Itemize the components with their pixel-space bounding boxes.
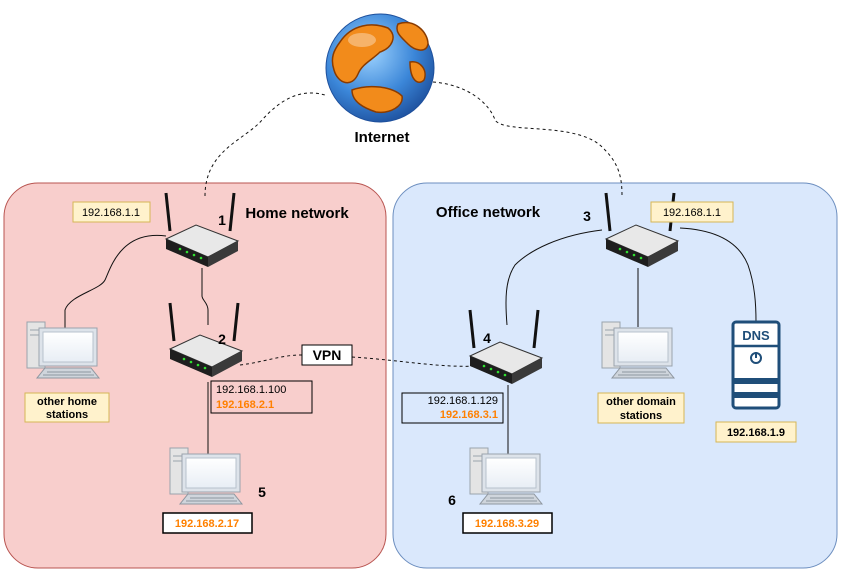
- office-stations-label-box: [597, 392, 685, 424]
- home-network-area: [3, 182, 387, 569]
- link-router1-home-stations: [64, 235, 167, 328]
- router-2-ip-outer: 192.168.1.100: [216, 384, 286, 396]
- router-4-ip-inner: 192.168.3.1: [440, 409, 498, 421]
- home-stations-label-box: [24, 392, 110, 423]
- router-3-number: 3: [583, 208, 591, 224]
- router-2-ip-inner: 192.168.2.1: [216, 399, 274, 411]
- dns-server-icon: [731, 320, 781, 410]
- router-2-number: 2: [218, 331, 226, 347]
- globe-icon: [325, 13, 435, 123]
- router-2-ip-box: [210, 380, 313, 414]
- pc-5-ip: 192.168.2.17: [175, 518, 239, 530]
- router-4-ip-outer: 192.168.1.129: [428, 395, 498, 407]
- home-stations-label-line2: stations: [46, 409, 88, 421]
- router-4-number: 4: [483, 330, 491, 346]
- vpn-label: VPN: [313, 347, 342, 363]
- internet-label: Internet: [354, 129, 409, 146]
- pc-5-number: 5: [258, 484, 266, 500]
- router-3-ip-box: [650, 201, 734, 223]
- router-1-ip-box: [72, 201, 151, 223]
- office-network-title: Office network: [436, 204, 541, 221]
- link-router3-dns: [679, 227, 757, 323]
- internet-link-office: [432, 81, 623, 197]
- dns-label: DNS: [742, 328, 770, 343]
- vpn-link-right: [351, 356, 479, 367]
- office-stations-label-line2: stations: [620, 410, 662, 422]
- pc-6-ip-box: [462, 512, 553, 534]
- link-router1-router2: [201, 268, 209, 325]
- vpn-link-left: [239, 354, 303, 366]
- router-1-number: 1: [218, 212, 226, 228]
- pc-6-ip: 192.168.3.29: [475, 518, 539, 530]
- router-3-ip: 192.168.1.1: [663, 207, 721, 219]
- router-1-ip: 192.168.1.1: [82, 207, 140, 219]
- office-stations-label-line1: other domain: [606, 396, 676, 408]
- router-4-ip-box: [401, 392, 504, 424]
- dns-ip-box: [715, 421, 797, 443]
- link-router3-router4: [505, 229, 603, 326]
- home-network-title: Home network: [245, 205, 349, 222]
- dns-ip: 192.168.1.9: [727, 427, 785, 439]
- internet-link-home: [204, 92, 326, 197]
- vpn-label-box: [301, 344, 353, 366]
- pc-6-number: 6: [448, 492, 456, 508]
- pc-5-ip-box: [162, 512, 253, 534]
- home-stations-label-line1: other home: [37, 396, 97, 408]
